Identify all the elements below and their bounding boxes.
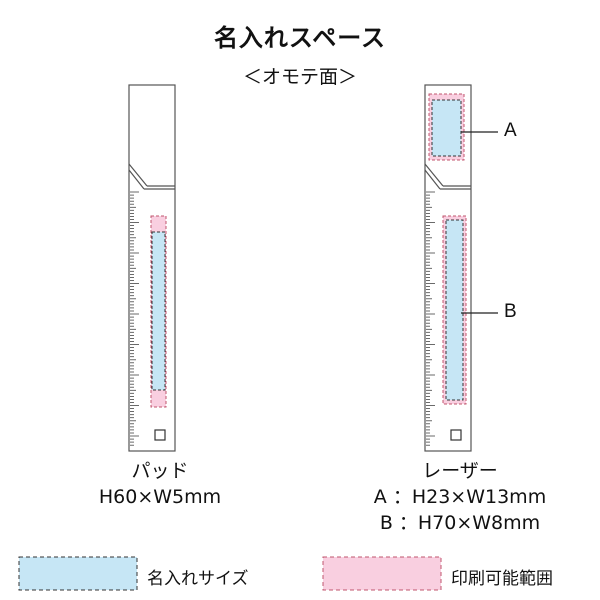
laser-ruler-ticks [426, 191, 435, 446]
laser-hole [450, 429, 462, 441]
laser-name: レーザー [422, 460, 498, 482]
laser-a-name-area [431, 99, 462, 157]
pad-size: H60×W5mm [98, 486, 222, 508]
laser-size-a: A ：H23×W13mm [373, 486, 547, 508]
legend-swatch-print-range [322, 556, 442, 591]
page-title: 名入れスペース [213, 24, 387, 52]
callout-b-label: B [504, 301, 517, 322]
laser-size-b: B ：H70×W8mm [379, 512, 541, 534]
page-subtitle: ＜オモテ面＞ [242, 66, 357, 88]
pad-ruler-ticks [130, 191, 139, 446]
legend-label-name-area: 名入れサイズ [147, 569, 249, 589]
pad-caption: パッド H60×W5mm [60, 458, 260, 510]
pad-name: パッド [131, 460, 189, 482]
legend-label-print-range: 印刷可能範囲 [451, 569, 553, 589]
laser-ruler [424, 84, 498, 452]
pad-name-area [151, 231, 166, 391]
callout-a-label: A [504, 120, 517, 141]
pad-ruler [128, 84, 176, 452]
laser-caption: レーザー A ：H23×W13mm B ：H70×W8mm [310, 458, 600, 536]
pad-hole [154, 429, 166, 441]
laser-b-name-area [445, 219, 464, 401]
legend-swatch-name-area [18, 556, 138, 591]
